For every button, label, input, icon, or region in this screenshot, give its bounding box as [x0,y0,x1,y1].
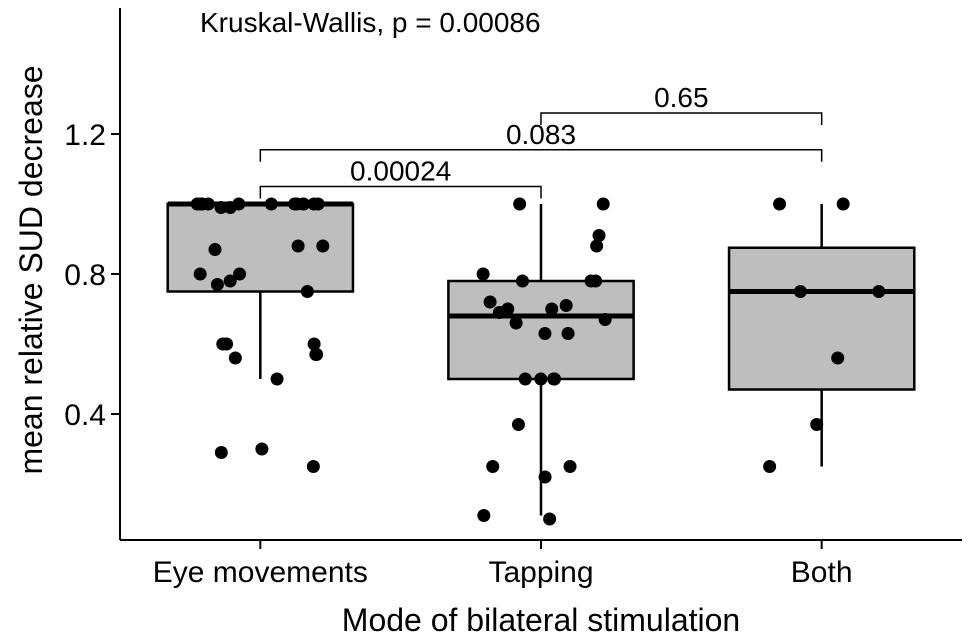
data-point [208,243,222,256]
data-point [515,274,529,288]
data-point [511,418,525,431]
data-point [255,442,269,456]
data-point [563,460,577,473]
y-tick-label: 0.8 [64,259,106,292]
comparison-bracket: 0.083 [259,119,823,162]
data-point [306,460,320,473]
bracket-p-value: 0.00024 [350,156,451,187]
bracket-p-value: 0.65 [654,82,709,113]
y-axis-title: mean relative SUD decrease [13,65,49,474]
data-point [264,197,278,211]
data-point [270,372,284,386]
data-point [598,313,612,326]
x-axis-title: Mode of bilateral stimulation [342,602,740,638]
boxes-layer [166,201,916,516]
data-point [316,239,330,253]
data-point [477,509,491,522]
data-point [543,512,557,526]
data-point [538,470,552,484]
data-point [307,197,321,211]
data-point [763,460,777,473]
data-point [290,197,304,211]
box-group [447,204,635,516]
bracket-line [259,149,823,162]
data-point [214,446,228,459]
data-point [547,372,561,386]
data-point [538,327,552,340]
points-layer [190,197,886,526]
x-tick-label: Eye movements [153,556,368,589]
y-tick-label: 0.4 [64,399,106,432]
data-point [220,337,234,351]
data-point [584,274,598,288]
data-point [509,316,523,330]
data-point [223,274,237,288]
box-iqr [727,246,916,391]
data-point [559,299,573,312]
data-point [831,351,845,365]
bracket-line [259,185,542,199]
y-tick-label: 1.2 [64,119,106,152]
data-point [596,197,610,211]
data-point [592,229,606,242]
data-point [310,348,324,361]
box-group [166,201,355,379]
data-point [513,197,527,211]
data-point [793,285,807,298]
comparison-bracket: 0.00024 [259,156,542,199]
data-point [300,285,314,298]
y-ticks: 0.4 0.8 1.2 [64,119,120,432]
data-point [561,327,575,340]
data-point [476,267,490,281]
data-point [872,285,886,298]
data-point [233,267,247,281]
data-point [486,460,500,473]
x-tick-label: Tapping [488,556,593,589]
data-point [492,306,506,319]
data-point [836,197,850,211]
data-point [195,197,209,211]
x-tick-label: Both [791,556,853,589]
data-point [534,372,548,386]
data-point [590,239,604,253]
box-group [727,204,916,467]
data-point [518,372,532,386]
data-point [483,295,497,309]
data-point [228,351,242,365]
data-point [223,201,237,214]
data-point [193,267,207,281]
kruskal-wallis-annotation: Kruskal-Wallis, p = 0.00086 [200,7,541,38]
data-point [210,278,224,291]
x-ticks: Eye movements Tapping Both [153,540,853,589]
data-point [214,201,228,214]
data-point [545,302,559,316]
bracket-line [540,112,823,125]
data-point [773,197,787,211]
comparison-bracket: 0.65 [540,82,823,125]
data-point [810,418,824,431]
data-point [291,239,305,253]
data-point [307,337,321,351]
